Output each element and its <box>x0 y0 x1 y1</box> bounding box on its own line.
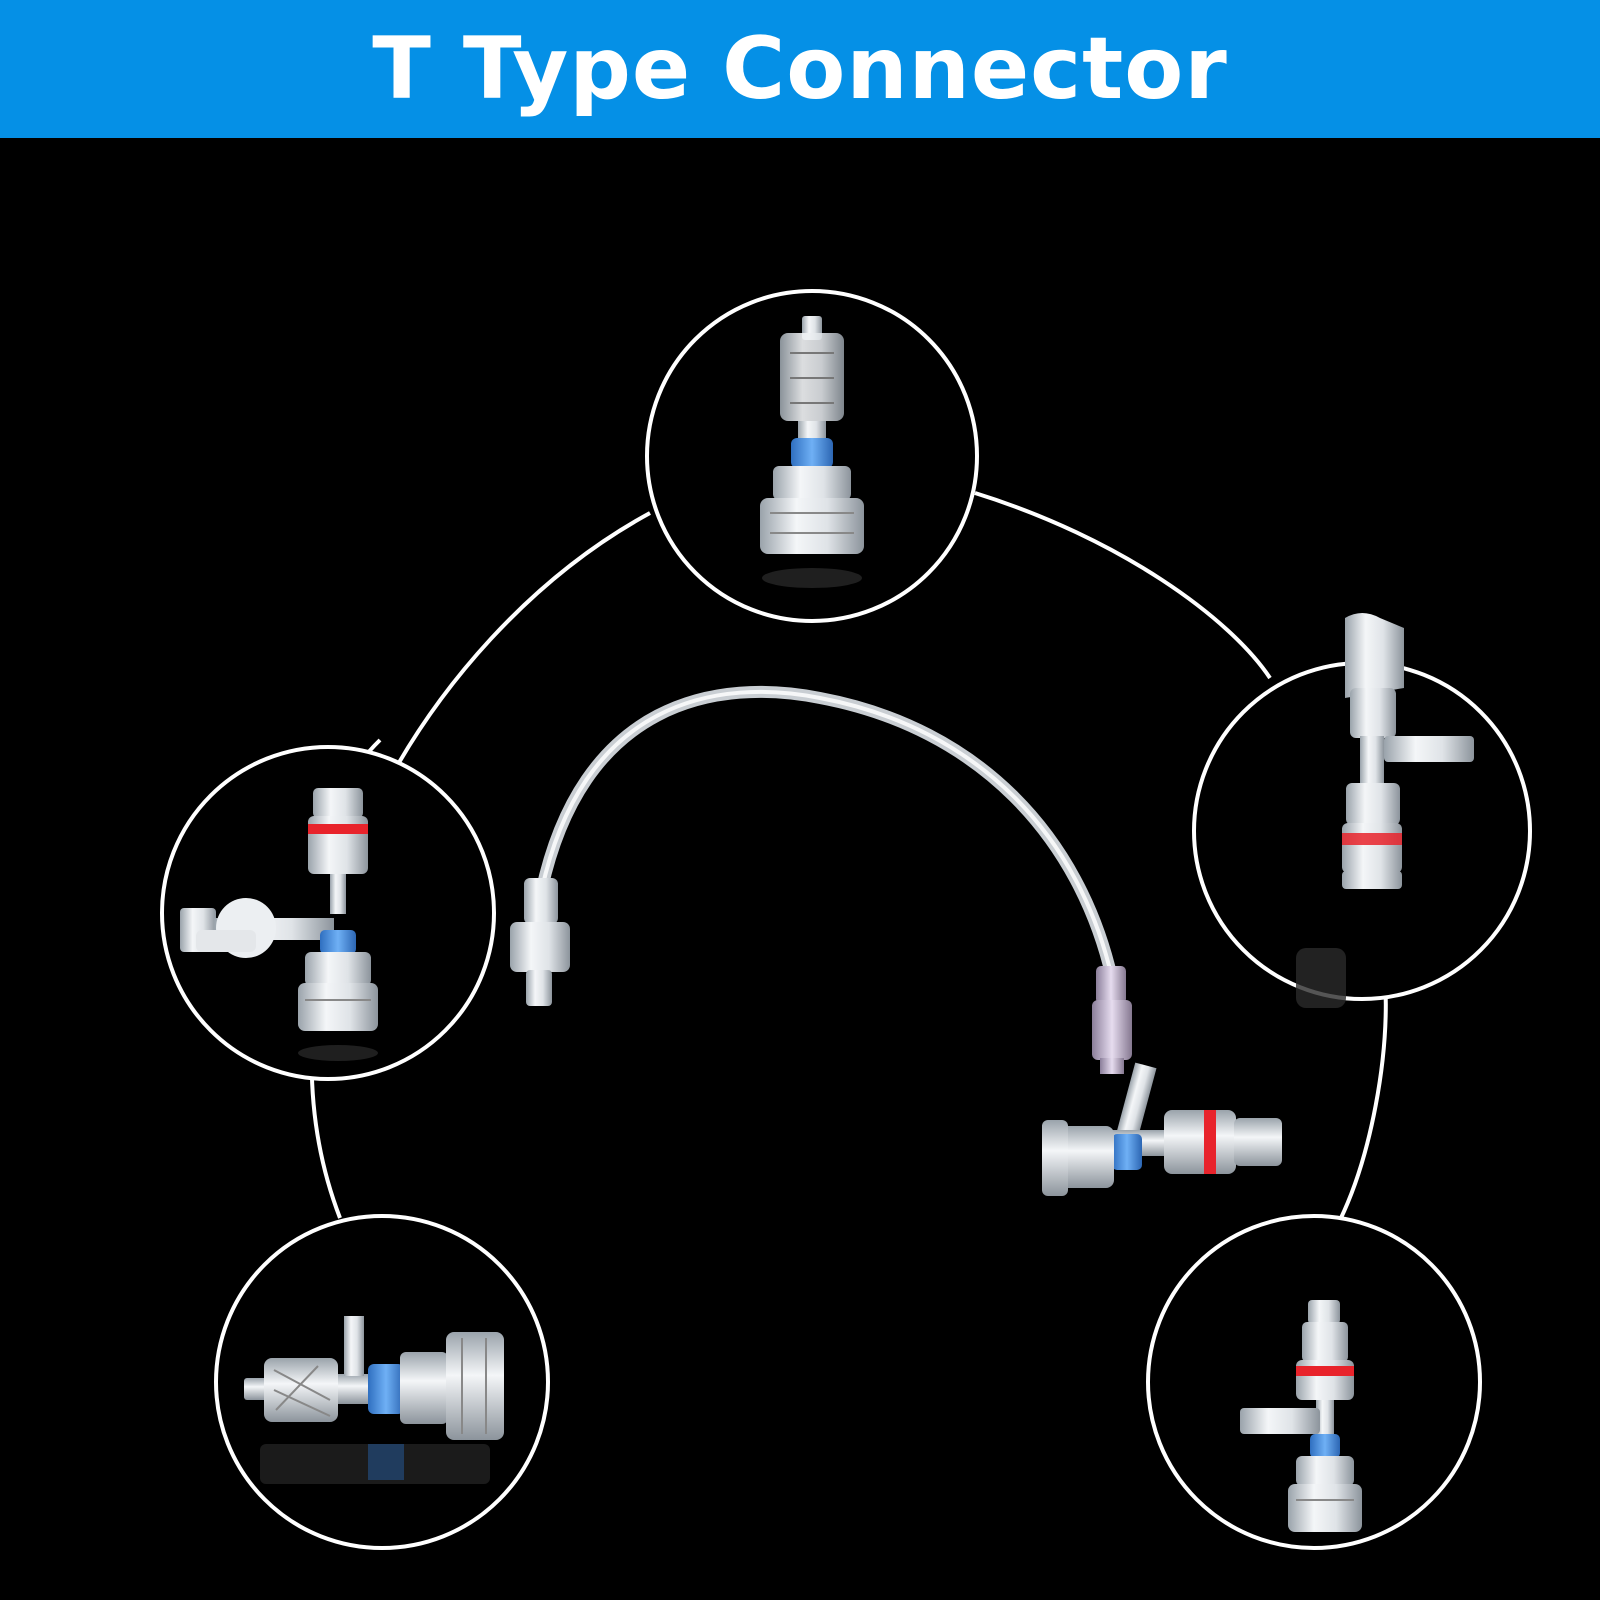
detail-circle-side-view <box>214 1214 550 1550</box>
ring-left <box>160 745 496 1081</box>
male-luer-end <box>510 878 570 1006</box>
title-banner: T Type Connector <box>0 0 1600 138</box>
t-junction-top-view-icon <box>1342 613 1474 889</box>
product-stage <box>0 138 1600 1600</box>
t-connector-front-view-icon <box>1240 1300 1362 1532</box>
t-connector-extension-line-icon <box>510 685 1282 1196</box>
t-junction-body <box>1042 1062 1282 1196</box>
detail-circle-female-luer <box>645 289 979 623</box>
reflection <box>1296 948 1346 1008</box>
violet-hub <box>1092 966 1132 1074</box>
t-connector-with-stopcock-icon <box>180 788 378 1061</box>
detail-circle-stopcock <box>160 745 496 1081</box>
page-title: T Type Connector <box>372 19 1228 119</box>
detail-circle-front-view <box>1146 1214 1482 1550</box>
detail-circle-t-junction <box>1192 613 1532 1008</box>
t-connector-side-view-icon <box>244 1316 504 1484</box>
product-illustration <box>160 289 1532 1550</box>
female-luer-end-icon <box>760 316 864 588</box>
